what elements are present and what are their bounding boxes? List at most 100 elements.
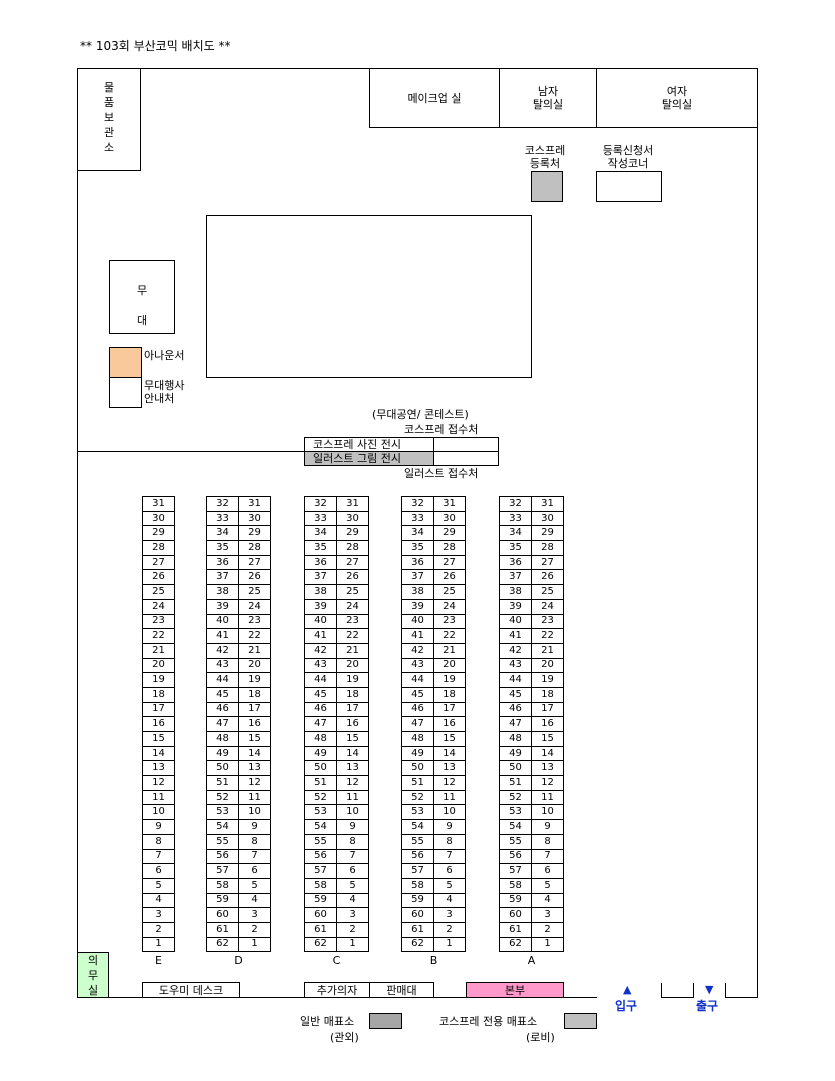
booth-cell: 41	[401, 628, 434, 644]
booth-cell: 34	[499, 525, 532, 542]
booth-cell: 8	[531, 833, 564, 850]
illust-drawing-exhibit-extension	[433, 451, 499, 466]
booth-cell: 12	[531, 775, 564, 791]
cosplay-ticket-swatch	[564, 1013, 597, 1029]
booth-cell: 12	[238, 775, 271, 791]
booth-cell: 38	[401, 584, 434, 600]
booth-cell: 3	[142, 907, 175, 923]
booth-cell: 28	[531, 540, 564, 556]
booth-cell: 17	[336, 701, 369, 718]
booth-cell: 42	[401, 642, 434, 659]
extra-chairs: 추가의자	[304, 982, 370, 998]
booth-cell: 6	[336, 863, 369, 879]
hall-wall-right	[757, 68, 758, 998]
booth-cell: 16	[238, 716, 271, 732]
booth-cell: 18	[238, 686, 271, 703]
booth-cell: 6	[238, 863, 271, 879]
booth-cell: 53	[401, 804, 434, 821]
booth-cell: 61	[304, 921, 337, 938]
booth-cell: 50	[401, 760, 434, 777]
booth-cell: 26	[433, 569, 466, 586]
booth-cell: 37	[401, 569, 434, 586]
booth-cell: 52	[206, 789, 239, 806]
booth-cell: 1	[336, 936, 369, 953]
booth-cell: 45	[206, 686, 239, 703]
booth-cell: 59	[401, 892, 434, 909]
booth-cell: 24	[238, 598, 271, 615]
booth-row: 12	[142, 775, 175, 791]
booth-cell: 4	[142, 892, 175, 909]
booth-cell: 43	[206, 657, 239, 674]
booth-cell: 22	[531, 628, 564, 644]
booth-cell: 9	[531, 819, 564, 835]
booth-cell: 19	[433, 672, 466, 688]
booth-cell: 51	[499, 775, 532, 791]
booth-cell: 30	[531, 510, 564, 527]
booth-cell: 25	[336, 584, 369, 600]
booth-cell: 52	[401, 789, 434, 806]
booth-cell: 27	[142, 554, 175, 571]
booth-cell: 27	[336, 554, 369, 571]
booth-cell: 2	[336, 921, 369, 938]
booth-cell: 30	[336, 510, 369, 527]
booth-cell: 5	[142, 877, 175, 894]
booth-cell: 32	[499, 496, 532, 512]
booth-cell: 13	[433, 760, 466, 777]
booth-cell: 13	[238, 760, 271, 777]
female-dressing-label-2: 탈의실	[661, 98, 693, 111]
booth-cell: 61	[206, 921, 239, 938]
male-dressing-label-1: 남자	[537, 85, 559, 98]
booth-cell: 40	[401, 613, 434, 630]
booth-cell: 59	[304, 892, 337, 909]
booth-cell: 10	[336, 804, 369, 821]
cosplay-photo-exhibit-extension	[433, 437, 499, 452]
booth-cell: 25	[142, 584, 175, 600]
booth-cell: 26	[142, 569, 175, 586]
booth-cell: 16	[142, 716, 175, 732]
booth-cell: 46	[206, 701, 239, 718]
door-jamb-right	[693, 983, 694, 998]
booth-cell: 3	[336, 907, 369, 923]
exit-arrow-icon: ▼	[705, 983, 714, 996]
booth-cell: 19	[336, 672, 369, 688]
booth-column-label: C	[332, 953, 341, 967]
booth-cell: 32	[304, 496, 337, 512]
booth-cell: 23	[238, 613, 271, 630]
booth-cell: 23	[531, 613, 564, 630]
booth-cell: 55	[499, 833, 532, 850]
general-ticket-swatch	[369, 1013, 402, 1029]
booth-cell: 37	[499, 569, 532, 586]
